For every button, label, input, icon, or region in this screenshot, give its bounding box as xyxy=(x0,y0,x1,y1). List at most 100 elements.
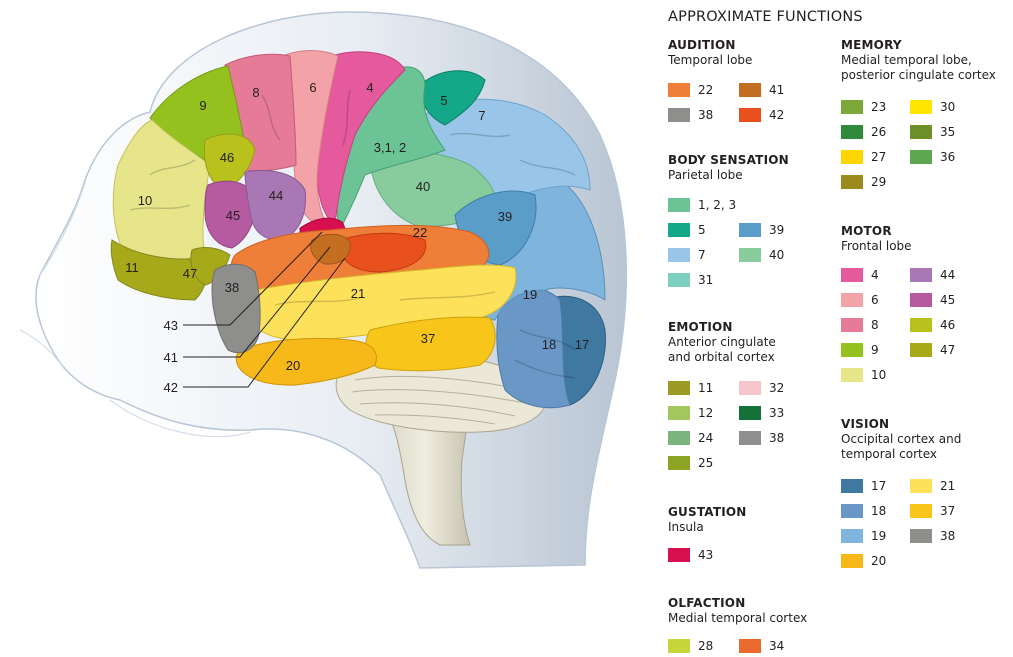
group-title: MOTOR xyxy=(841,224,912,239)
legend-swatch-label: 42 xyxy=(769,108,784,122)
legend-swatch xyxy=(910,504,932,518)
group-title: OLFACTION xyxy=(668,596,807,611)
area-label: 47 xyxy=(183,266,197,281)
area-label: 44 xyxy=(269,188,283,203)
area-label: 40 xyxy=(416,179,430,194)
area-label: 20 xyxy=(286,358,300,373)
legend-swatch-label: 37 xyxy=(940,504,955,518)
legend-swatch xyxy=(910,100,932,114)
area-label: 8 xyxy=(252,85,259,100)
group-subtitle: Medial temporal lobe, xyxy=(841,53,996,68)
legend-swatch xyxy=(668,223,690,237)
legend-swatch xyxy=(739,381,761,395)
area-label: 4 xyxy=(366,80,373,95)
legend-swatch xyxy=(668,381,690,395)
legend-swatch xyxy=(841,175,863,189)
legend-swatch xyxy=(910,268,932,282)
legend-swatch-label: 12 xyxy=(698,406,713,420)
legend-swatch-label: 20 xyxy=(871,554,886,568)
group-title: VISION xyxy=(841,417,961,432)
legend-swatch xyxy=(668,273,690,287)
legend-group-memory: MEMORY Medial temporal lobe, posterior c… xyxy=(841,38,996,83)
legend-swatch xyxy=(668,639,690,653)
legend-swatch-label: 47 xyxy=(940,343,955,357)
legend-swatch xyxy=(841,150,863,164)
group-subtitle: Temporal lobe xyxy=(668,53,752,68)
area-label: 37 xyxy=(421,331,435,346)
legend-swatch-label: 32 xyxy=(769,381,784,395)
legend-swatch xyxy=(668,248,690,262)
legend-swatch xyxy=(668,456,690,470)
legend-title: APPROXIMATE FUNCTIONS xyxy=(668,9,863,25)
legend-swatch-label: 38 xyxy=(940,529,955,543)
legend-swatch-label: 30 xyxy=(940,100,955,114)
area-label: 11 xyxy=(125,260,139,275)
legend-swatch-label: 5 xyxy=(698,223,706,237)
legend-group-body-sensation: BODY SENSATION Parietal lobe xyxy=(668,153,789,183)
area-label: 21 xyxy=(351,286,365,301)
legend-swatch-label: 41 xyxy=(769,83,784,97)
legend-swatch-label: 25 xyxy=(698,456,713,470)
legend-swatch xyxy=(841,293,863,307)
legend-swatch-label: 44 xyxy=(940,268,955,282)
area-label: 22 xyxy=(413,225,427,240)
legend-swatch-label: 34 xyxy=(769,639,784,653)
legend-group-olfaction: OLFACTION Medial temporal cortex xyxy=(668,596,807,626)
legend-swatch-label: 39 xyxy=(769,223,784,237)
legend-swatch xyxy=(910,318,932,332)
group-subtitle: Frontal lobe xyxy=(841,239,912,254)
legend-swatch-label: 26 xyxy=(871,125,886,139)
group-subtitle: Occipital cortex and xyxy=(841,432,961,447)
legend-swatch-label: 35 xyxy=(940,125,955,139)
legend-swatch-label: 24 xyxy=(698,431,713,445)
legend-swatch xyxy=(739,431,761,445)
legend-swatch-label: 11 xyxy=(698,381,713,395)
legend-swatch-label: 19 xyxy=(871,529,886,543)
group-subtitle: Parietal lobe xyxy=(668,168,789,183)
legend-swatch-label: 38 xyxy=(698,108,713,122)
group-title: EMOTION xyxy=(668,320,776,335)
legend-swatch xyxy=(841,268,863,282)
legend-swatch-label: 45 xyxy=(940,293,955,307)
legend-swatch-label: 8 xyxy=(871,318,879,332)
group-subtitle: Medial temporal cortex xyxy=(668,611,807,626)
legend-swatch xyxy=(841,100,863,114)
legend-swatch-label: 46 xyxy=(940,318,955,332)
legend-group-motor: MOTOR Frontal lobe xyxy=(841,224,912,254)
callout-label: 42 xyxy=(164,380,178,395)
area-18-region xyxy=(497,287,570,408)
area-label: 39 xyxy=(498,209,512,224)
legend-swatch-label: 27 xyxy=(871,150,886,164)
area-label: 46 xyxy=(220,150,234,165)
legend-swatch xyxy=(739,83,761,97)
area-label: 18 xyxy=(542,337,556,352)
legend-group-audition: AUDITION Temporal lobe xyxy=(668,38,752,68)
group-subtitle: temporal cortex xyxy=(841,447,961,462)
group-subtitle: and orbital cortex xyxy=(668,350,776,365)
legend-swatch xyxy=(910,529,932,543)
group-title: AUDITION xyxy=(668,38,752,53)
legend-group-gustation: GUSTATION Insula xyxy=(668,505,747,535)
area-label: 9 xyxy=(199,98,206,113)
area-label: 45 xyxy=(226,208,240,223)
legend-swatch-label: 9 xyxy=(871,343,879,357)
group-subtitle: Insula xyxy=(668,520,747,535)
group-title: GUSTATION xyxy=(668,505,747,520)
legend-swatch-label: 38 xyxy=(769,431,784,445)
legend-swatch xyxy=(910,293,932,307)
legend-swatch xyxy=(739,108,761,122)
legend-swatch xyxy=(668,108,690,122)
legend-swatch xyxy=(668,406,690,420)
legend-swatch xyxy=(841,368,863,382)
callout-label: 43 xyxy=(164,318,178,333)
group-title: MEMORY xyxy=(841,38,996,53)
legend-swatch xyxy=(739,248,761,262)
legend-swatch xyxy=(841,479,863,493)
legend-swatch xyxy=(668,83,690,97)
legend-swatch-label: 18 xyxy=(871,504,886,518)
area-label: 38 xyxy=(225,280,239,295)
brain-diagram: 4 6 8 9 10 11 46 45 44 47 38 22 21 20 37… xyxy=(0,0,650,657)
group-title: BODY SENSATION xyxy=(668,153,789,168)
group-subtitle: posterior cingulate cortex xyxy=(841,68,996,83)
legend-swatch-label: 1, 2, 3 xyxy=(698,198,736,212)
